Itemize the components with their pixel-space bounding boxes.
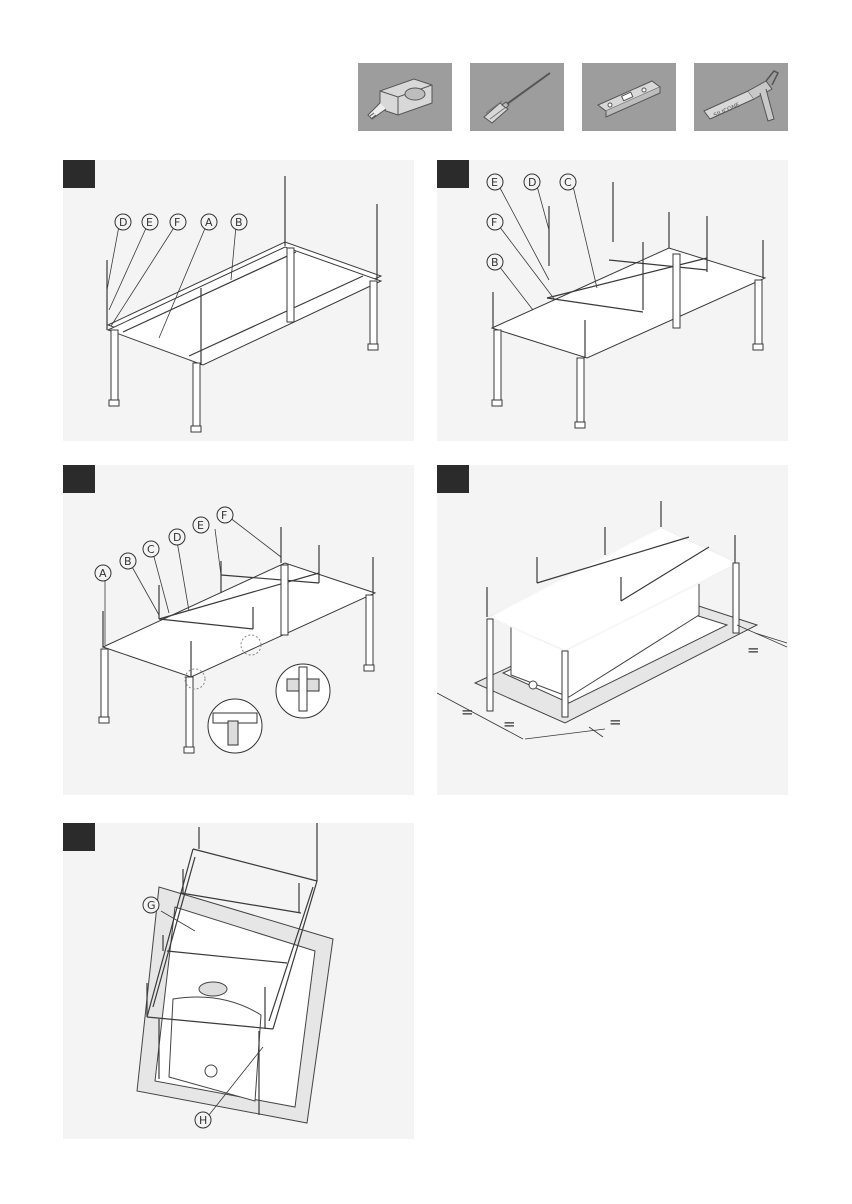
callout-a: A — [201, 214, 217, 230]
svg-text:F: F — [221, 509, 227, 522]
callout-g: G — [143, 897, 159, 913]
screwdriver-icon — [470, 63, 564, 131]
svg-text:F: F — [174, 216, 180, 229]
callout-b: B — [231, 214, 247, 230]
svg-text:H: H — [199, 1114, 207, 1127]
equal-mark: = — [747, 641, 760, 659]
step-1-panel: D E F A B — [63, 160, 414, 441]
svg-text:D: D — [173, 531, 181, 544]
svg-text:G: G — [147, 899, 156, 912]
tape-measure-icon — [358, 63, 452, 131]
callout-e: E — [487, 174, 503, 190]
svg-text:E: E — [491, 176, 498, 189]
svg-text:E: E — [146, 216, 153, 229]
callout-b: B — [487, 254, 503, 270]
svg-text:C: C — [147, 543, 155, 556]
callout-e: E — [193, 517, 209, 533]
equal-mark: = — [609, 713, 622, 731]
svg-text:D: D — [119, 216, 127, 229]
frame-assembly-diagram: A B C D E F — [63, 465, 414, 795]
caulking-gun-icon: SILICONE — [694, 63, 788, 131]
svg-text:C: C — [564, 176, 572, 189]
callout-d: D — [169, 529, 185, 545]
equal-mark: = — [503, 715, 516, 733]
svg-text:B: B — [235, 216, 243, 229]
step-2-panel: E D C F B — [437, 160, 788, 441]
spirit-level-icon — [582, 63, 676, 131]
svg-text:B: B — [124, 555, 132, 568]
step-4-panel: = = = = — [437, 465, 788, 795]
frame-assembly-diagram: D E F A B — [63, 160, 414, 441]
callout-e: E — [142, 214, 158, 230]
svg-text:A: A — [99, 567, 107, 580]
callout-b: B — [120, 553, 136, 569]
callout-f: F — [170, 214, 186, 230]
bathtub-frame-diagram: = = = = — [437, 465, 788, 795]
svg-text:E: E — [197, 519, 204, 532]
bathtub-installed-diagram: G H — [63, 823, 414, 1139]
step-5-panel: G H — [63, 823, 414, 1139]
step-3-panel: A B C D E F — [63, 465, 414, 795]
callout-f: F — [487, 214, 503, 230]
callout-d: D — [524, 174, 540, 190]
callout-c: C — [143, 541, 159, 557]
svg-text:B: B — [491, 256, 499, 269]
callout-h: H — [195, 1112, 211, 1128]
callout-d: D — [115, 214, 131, 230]
callout-c: C — [560, 174, 576, 190]
frame-assembly-diagram: E D C F B — [437, 160, 788, 441]
svg-text:A: A — [205, 216, 213, 229]
callout-a: A — [95, 565, 111, 581]
svg-text:F: F — [491, 216, 497, 229]
callout-f: F — [217, 507, 233, 523]
svg-text:D: D — [528, 176, 536, 189]
equal-mark: = — [461, 703, 474, 721]
